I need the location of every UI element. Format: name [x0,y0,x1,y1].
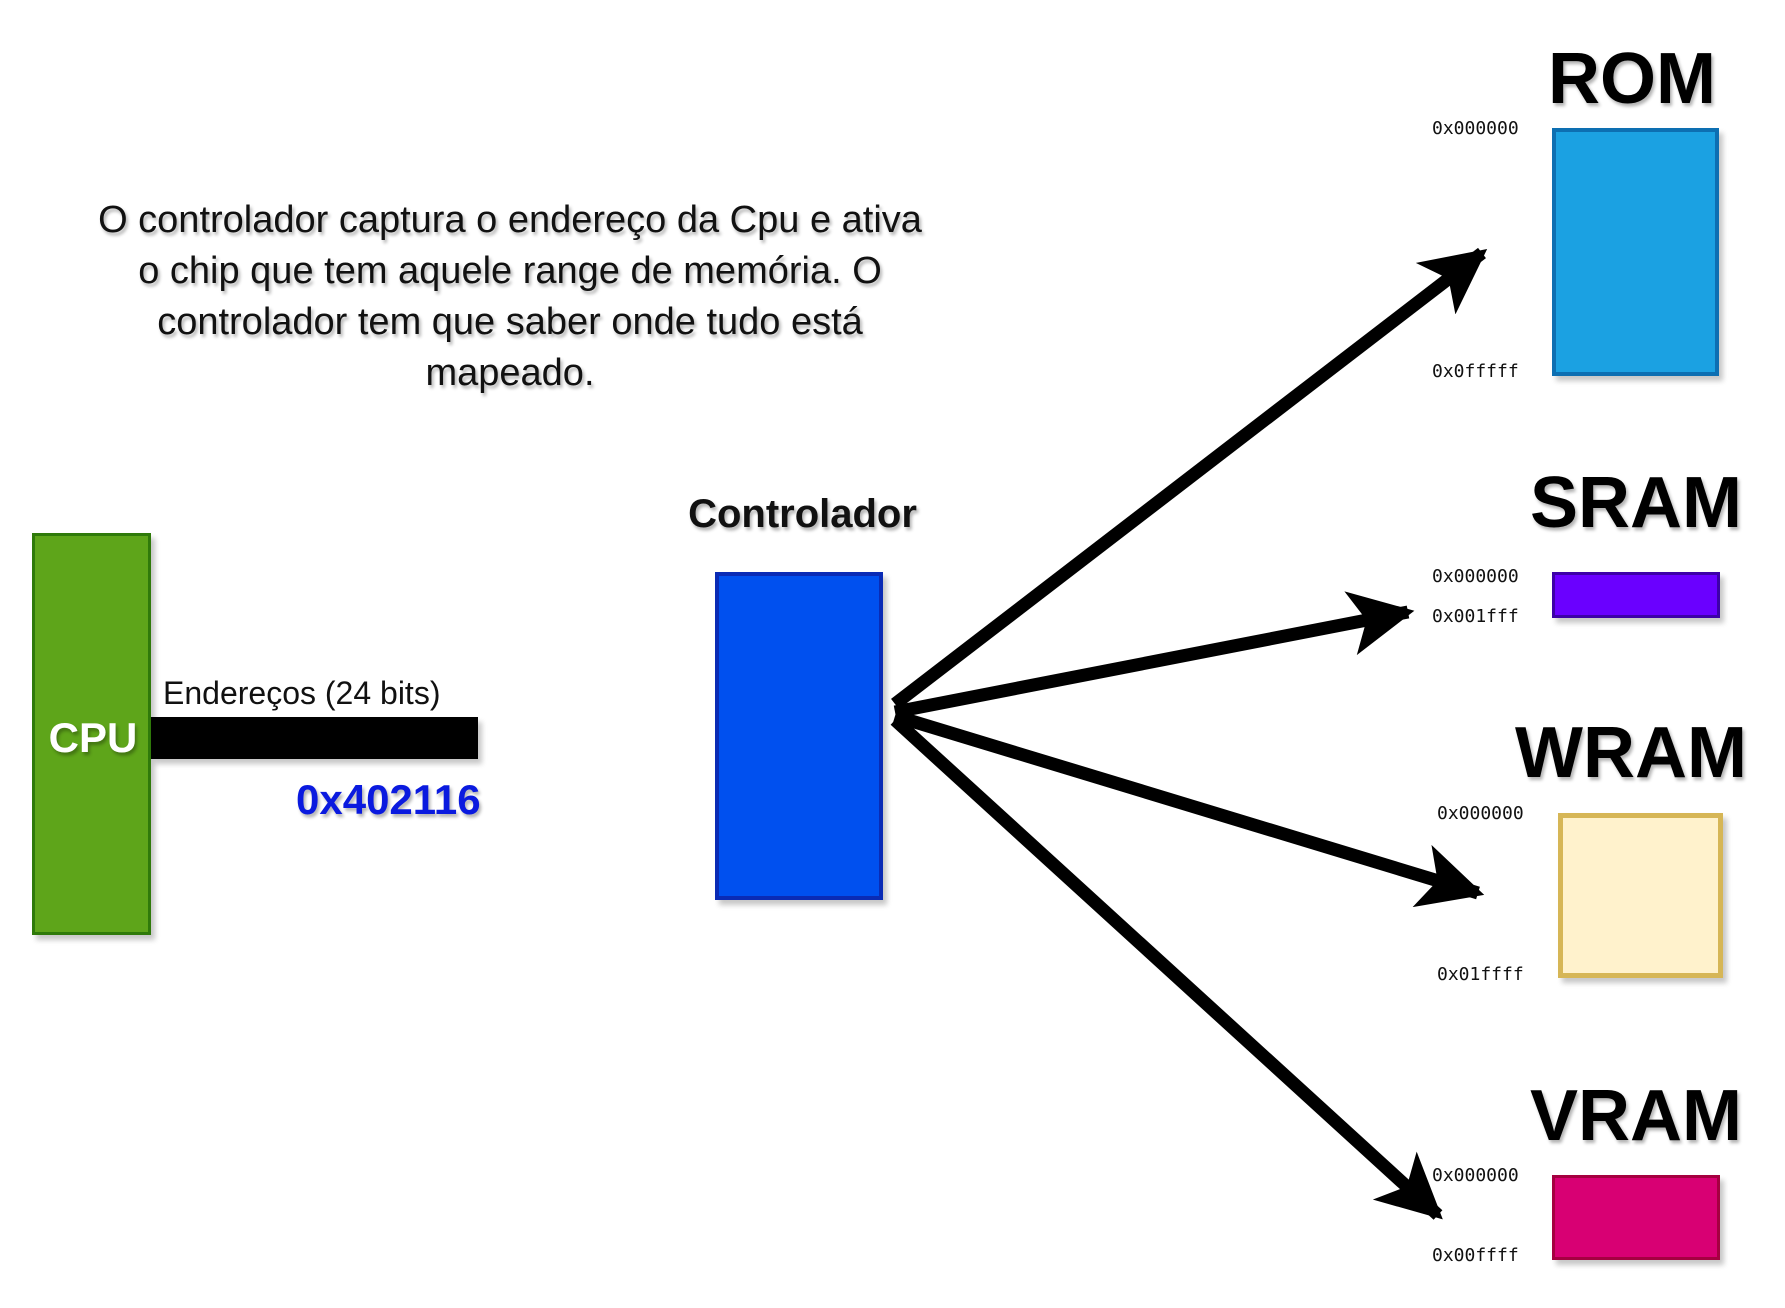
arrow-to-rom [891,247,1488,710]
sram-block [1552,572,1720,618]
arrow-to-sram [893,591,1415,719]
wram-block [1558,813,1723,978]
wram-title: WRAM [1515,713,1747,793]
address-value: 0x402116 [296,776,481,823]
address-bus-label: Endereços (24 bits) [163,675,441,711]
vram-block [1552,1175,1720,1260]
rom-end-address: 0x0fffff [1432,361,1519,382]
sram-end-address: 0x001fff [1432,606,1519,627]
sram-start-address: 0x000000 [1432,566,1519,587]
vram-title: VRAM [1530,1076,1742,1156]
cpu-block [32,533,151,935]
arrow-to-wram [893,709,1485,908]
controller-title: Controlador [688,492,917,536]
address-bus [151,717,478,759]
wram-start-address: 0x000000 [1437,803,1524,824]
description-text: O controlador captura o endereço da Cpu … [98,199,922,394]
vram-end-address: 0x00ffff [1432,1245,1519,1266]
controller-block [715,572,883,900]
wram-end-address: 0x01ffff [1437,964,1524,985]
sram-title: SRAM [1530,463,1742,543]
cpu-label: CPU [48,714,138,761]
rom-title: ROM [1548,39,1716,119]
rom-start-address: 0x000000 [1432,118,1519,139]
rom-block [1552,128,1719,376]
vram-start-address: 0x000000 [1432,1165,1519,1186]
arrow-to-vram [890,715,1443,1220]
